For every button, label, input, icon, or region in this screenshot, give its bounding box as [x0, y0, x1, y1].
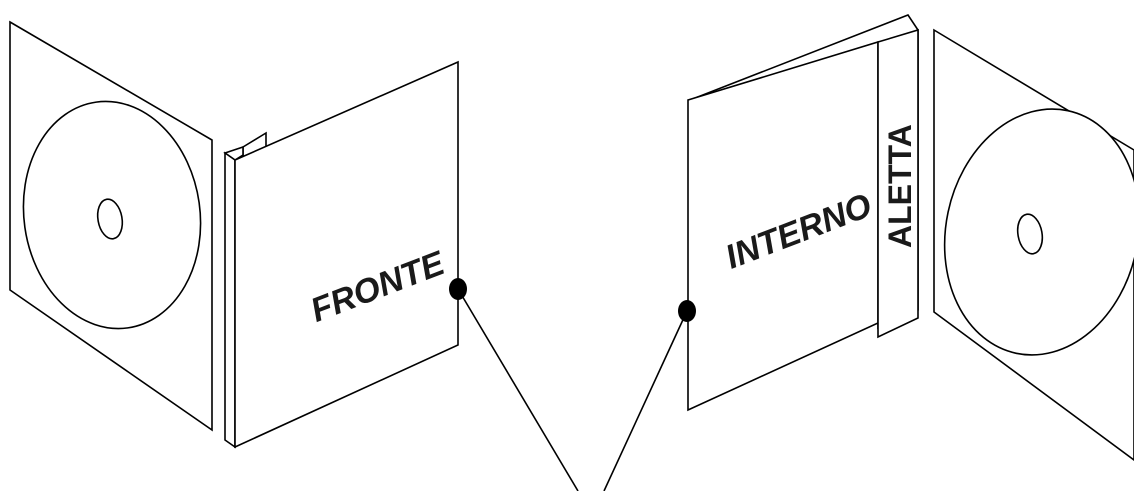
connector-line-left [457, 288, 579, 491]
right-disc-hole [1016, 213, 1044, 255]
front-booklet: FRONTE [223, 60, 459, 449]
fold-connector [449, 278, 696, 491]
left-disc-hole [96, 198, 124, 240]
left-disc-tray [9, 20, 213, 432]
flap-panel [877, 28, 919, 339]
connector-line-right [603, 310, 688, 491]
inside-booklet: INTERNO ALETTA [687, 14, 919, 412]
front-spine [224, 151, 236, 449]
flap-label: ALETTA [882, 124, 918, 248]
connector-dot-right [678, 300, 696, 322]
right-disc-tray [933, 28, 1134, 461]
front-cover [234, 60, 459, 449]
connector-dot-left [449, 278, 467, 300]
